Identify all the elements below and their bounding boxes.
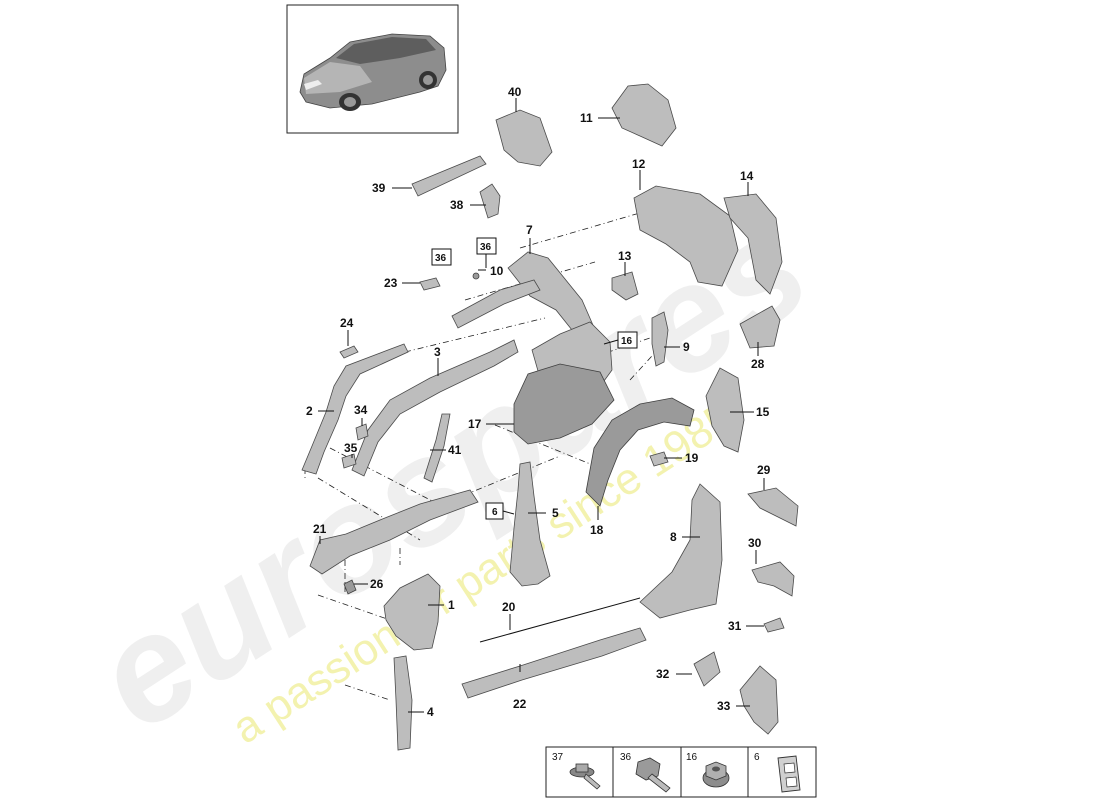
part-26[interactable] xyxy=(343,579,357,595)
callout-24[interactable]: 24 xyxy=(340,316,354,330)
callout-34[interactable]: 34 xyxy=(354,403,368,417)
svg-text:16: 16 xyxy=(686,752,698,763)
part-29[interactable] xyxy=(747,487,799,527)
callout-2[interactable]: 2 xyxy=(306,404,313,418)
legend-cell-16[interactable]: 16 xyxy=(686,752,730,788)
callout-8[interactable]: 8 xyxy=(670,530,677,544)
part-41[interactable] xyxy=(423,413,451,483)
callout-5[interactable]: 5 xyxy=(552,506,559,520)
callout-21[interactable]: 21 xyxy=(313,522,327,536)
part-11[interactable] xyxy=(611,83,677,147)
part-32[interactable] xyxy=(693,651,721,687)
clip-icon xyxy=(777,755,801,793)
callout-1[interactable]: 1 xyxy=(448,598,455,612)
svg-text:36: 36 xyxy=(435,253,447,264)
part-18[interactable] xyxy=(585,397,695,507)
nut-icon xyxy=(702,761,730,788)
callout-4[interactable]: 4 xyxy=(427,705,434,719)
callout-11[interactable]: 11 xyxy=(580,111,593,125)
part-2[interactable] xyxy=(301,343,409,475)
part-17[interactable] xyxy=(513,363,615,445)
callout-labels: 40 11 39 38 12 14 7 10 23 13 24 3 9 28 2… xyxy=(306,85,771,719)
legend-cell-6[interactable]: 6 xyxy=(754,752,801,793)
part-34[interactable] xyxy=(355,423,369,441)
part-3[interactable] xyxy=(351,339,519,477)
part-22[interactable] xyxy=(461,627,647,699)
part-38[interactable] xyxy=(479,183,501,219)
callout-26[interactable]: 26 xyxy=(370,577,384,591)
callout-32[interactable]: 32 xyxy=(656,667,670,681)
svg-text:36: 36 xyxy=(620,752,632,763)
svg-text:37: 37 xyxy=(552,752,564,763)
part-10[interactable] xyxy=(472,272,480,280)
callout-7[interactable]: 7 xyxy=(526,223,533,237)
boxed-callout-16[interactable]: 16 xyxy=(617,331,638,349)
callout-41[interactable]: 41 xyxy=(448,443,462,457)
part-19[interactable] xyxy=(649,451,669,467)
vehicle-thumbnail xyxy=(286,4,459,134)
part-33[interactable] xyxy=(739,665,779,735)
boxed-callout-36-left[interactable]: 36 xyxy=(431,248,452,266)
boxed-callout-6[interactable]: 6 xyxy=(485,502,504,520)
svg-text:6: 6 xyxy=(754,752,760,763)
callout-28[interactable]: 28 xyxy=(751,357,765,371)
callout-13[interactable]: 13 xyxy=(618,249,632,263)
hex-bolt-icon xyxy=(635,757,671,793)
callout-35[interactable]: 35 xyxy=(344,441,358,455)
callout-40[interactable]: 40 xyxy=(508,85,522,99)
part-31[interactable] xyxy=(763,617,785,633)
callout-18[interactable]: 18 xyxy=(590,523,604,537)
callout-30[interactable]: 30 xyxy=(748,536,762,550)
part-15[interactable] xyxy=(705,367,745,453)
boxed-callouts: 36 36 16 6 xyxy=(431,237,638,520)
part-40[interactable] xyxy=(495,109,553,167)
part-20[interactable] xyxy=(479,597,641,643)
callout-14[interactable]: 14 xyxy=(740,169,754,183)
part-12[interactable] xyxy=(633,185,739,287)
callout-19[interactable]: 19 xyxy=(685,451,699,465)
callout-23[interactable]: 23 xyxy=(384,276,398,290)
part-5[interactable] xyxy=(509,461,551,587)
part-8[interactable] xyxy=(639,483,723,619)
legend-cell-37[interactable]: 37 xyxy=(552,752,601,790)
parts xyxy=(301,83,799,751)
part-14[interactable] xyxy=(723,193,783,295)
leader-lines xyxy=(318,98,765,713)
part-4[interactable] xyxy=(393,655,413,751)
callout-31[interactable]: 31 xyxy=(728,619,742,633)
svg-text:16: 16 xyxy=(621,336,633,347)
part-13[interactable] xyxy=(611,271,639,301)
callout-22[interactable]: 22 xyxy=(513,697,527,711)
callout-3[interactable]: 3 xyxy=(434,345,441,359)
screw-flange-icon xyxy=(569,763,601,790)
callout-15[interactable]: 15 xyxy=(756,405,770,419)
legend-cell-36[interactable]: 36 xyxy=(620,752,671,793)
callout-17[interactable]: 17 xyxy=(468,417,482,431)
part-roof-rail[interactable] xyxy=(451,279,541,329)
car-icon xyxy=(299,33,447,111)
part-9[interactable] xyxy=(651,311,669,367)
svg-text:36: 36 xyxy=(480,242,492,253)
part-23[interactable] xyxy=(419,277,441,291)
boxed-callout-36-right[interactable]: 36 xyxy=(476,237,497,255)
svg-text:6: 6 xyxy=(492,507,498,518)
callout-12[interactable]: 12 xyxy=(632,157,646,171)
callout-39[interactable]: 39 xyxy=(372,181,386,195)
part-24[interactable] xyxy=(339,345,359,359)
fastener-legend: 37 36 16 6 xyxy=(545,746,817,798)
part-28[interactable] xyxy=(739,305,781,349)
callout-38[interactable]: 38 xyxy=(450,198,464,212)
part-21[interactable] xyxy=(309,489,479,575)
callout-20[interactable]: 20 xyxy=(502,600,516,614)
part-39[interactable] xyxy=(411,155,487,197)
part-30[interactable] xyxy=(751,561,795,597)
callout-29[interactable]: 29 xyxy=(757,463,771,477)
callout-33[interactable]: 33 xyxy=(717,699,731,713)
callout-10[interactable]: 10 xyxy=(490,264,504,278)
part-1[interactable] xyxy=(383,573,441,651)
callout-9[interactable]: 9 xyxy=(683,340,690,354)
